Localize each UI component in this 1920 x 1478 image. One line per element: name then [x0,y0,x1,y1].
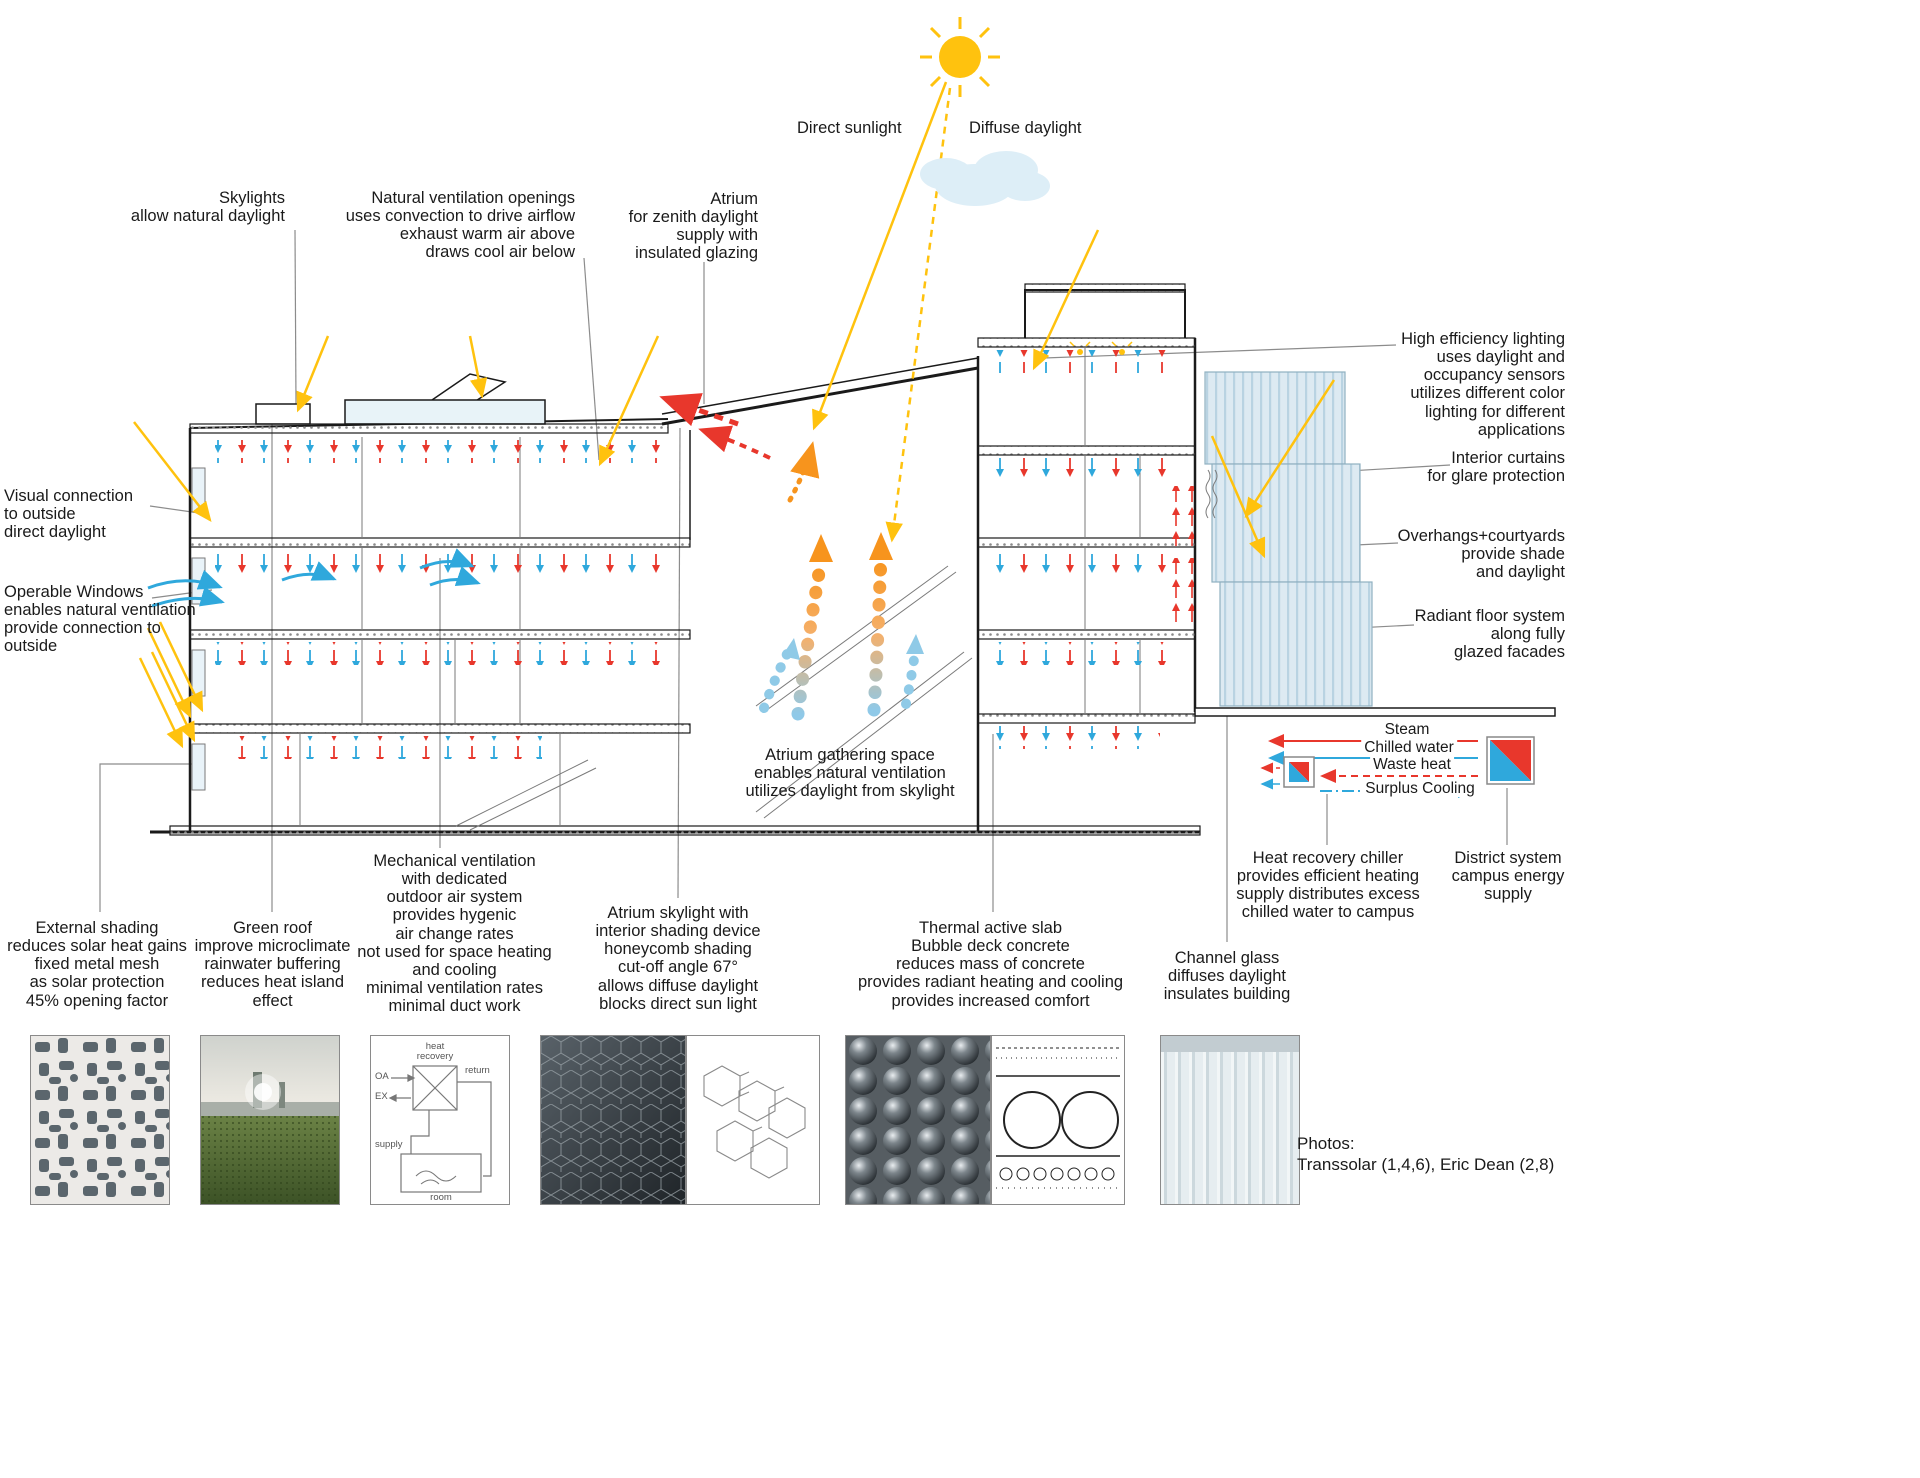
legend-steam: Steam [1381,721,1433,739]
photo-green-roof [200,1035,340,1205]
sun-icon [920,17,1000,97]
label-high-efficiency-lighting: High efficiency lighting uses daylight a… [1401,330,1565,439]
drawing-honeycomb-shading [686,1035,820,1205]
label-green-roof: Green roof improve microclimate rainwate… [194,919,351,1010]
sunlight-rays [133,81,1336,749]
hvac-oa-label: OA [375,1071,389,1082]
label-heat-recovery-chiller: Heat recovery chiller provides efficient… [1236,849,1420,922]
cloud-icon [920,151,1050,206]
hvac-supply-label: supply [375,1139,403,1150]
photo-honeycomb-shading [540,1035,686,1205]
label-channel-glass: Channel glass diffuses daylight insulate… [1163,949,1291,1004]
atrium-stack-arrows [759,532,924,721]
label-visual-connection: Visual connection to outside direct dayl… [4,487,134,542]
label-atrium-gathering: Atrium gathering space enables natural v… [745,746,955,801]
photo-bubble-deck [845,1035,991,1205]
label-diffuse-daylight: Diffuse daylight [969,119,1082,137]
legend-chilled-water: Chilled water [1361,739,1457,757]
label-radiant-floor: Radiant floor system along fully glazed … [1414,607,1565,662]
label-thermal-active-slab: Thermal active slab Bubble deck concrete… [857,919,1124,1010]
hvac-ex-label: EX [375,1091,388,1102]
hvac-heat-recovery-label: heat recovery [416,1041,454,1062]
label-atrium-zenith: Atrium for zenith daylight supply with i… [628,190,758,263]
district-system-icon [1486,736,1535,785]
label-interior-curtains: Interior curtains for glare protection [1427,449,1565,486]
hvac-room-label: room [430,1192,452,1203]
diffuse-daylight-ray [885,87,952,543]
label-atrium-skylight: Atrium skylight with interior shading de… [595,904,761,1013]
label-district-system: District system campus energy supply [1451,849,1565,904]
floor-slabs [169,283,1201,836]
external-shading-rays [138,621,204,749]
label-operable-windows: Operable Windows enables natural ventila… [4,583,196,656]
diagram-heat-recovery: heat recovery OA EX return supply room [370,1035,510,1205]
label-overhangs-courtyards: Overhangs+courtyards provide shade and d… [1397,527,1565,582]
legend-surplus-cooling: Surplus Cooling [1362,780,1478,798]
ceiling-light-icon [1069,341,1133,355]
label-external-shading: External shading reduces solar heat gain… [7,919,187,1010]
fresh-air-arrows [147,548,481,608]
legend-waste-heat: Waste heat [1370,756,1454,774]
direct-sunlight-ray [812,81,948,431]
label-natural-ventilation: Natural ventilation openings uses convec… [345,189,575,262]
photo-metal-mesh [30,1035,170,1205]
label-skylights: Skylights allow natural daylight [130,189,285,226]
photo-credits: Photos: Transsolar (1,4,6), Eric Dean (2… [1297,1134,1555,1175]
heat-recovery-chiller-icon [1283,756,1315,788]
channel-glass-top-edge [1161,1036,1299,1052]
exhaust-air-arrows [659,393,820,503]
warm-air-curve [787,441,820,503]
interior-curtain [1205,469,1211,519]
channel-glass-facade [1204,371,1373,707]
radiant-floor-arrows [1168,486,1194,546]
photo-channel-glass [1160,1035,1300,1205]
hvac-return-label: return [465,1065,490,1076]
drawing-bubble-deck-section [991,1035,1125,1205]
label-mechanical-ventilation: Mechanical ventilation with dedicated ou… [357,852,552,1016]
label-direct-sunlight: Direct sunlight [797,119,902,137]
